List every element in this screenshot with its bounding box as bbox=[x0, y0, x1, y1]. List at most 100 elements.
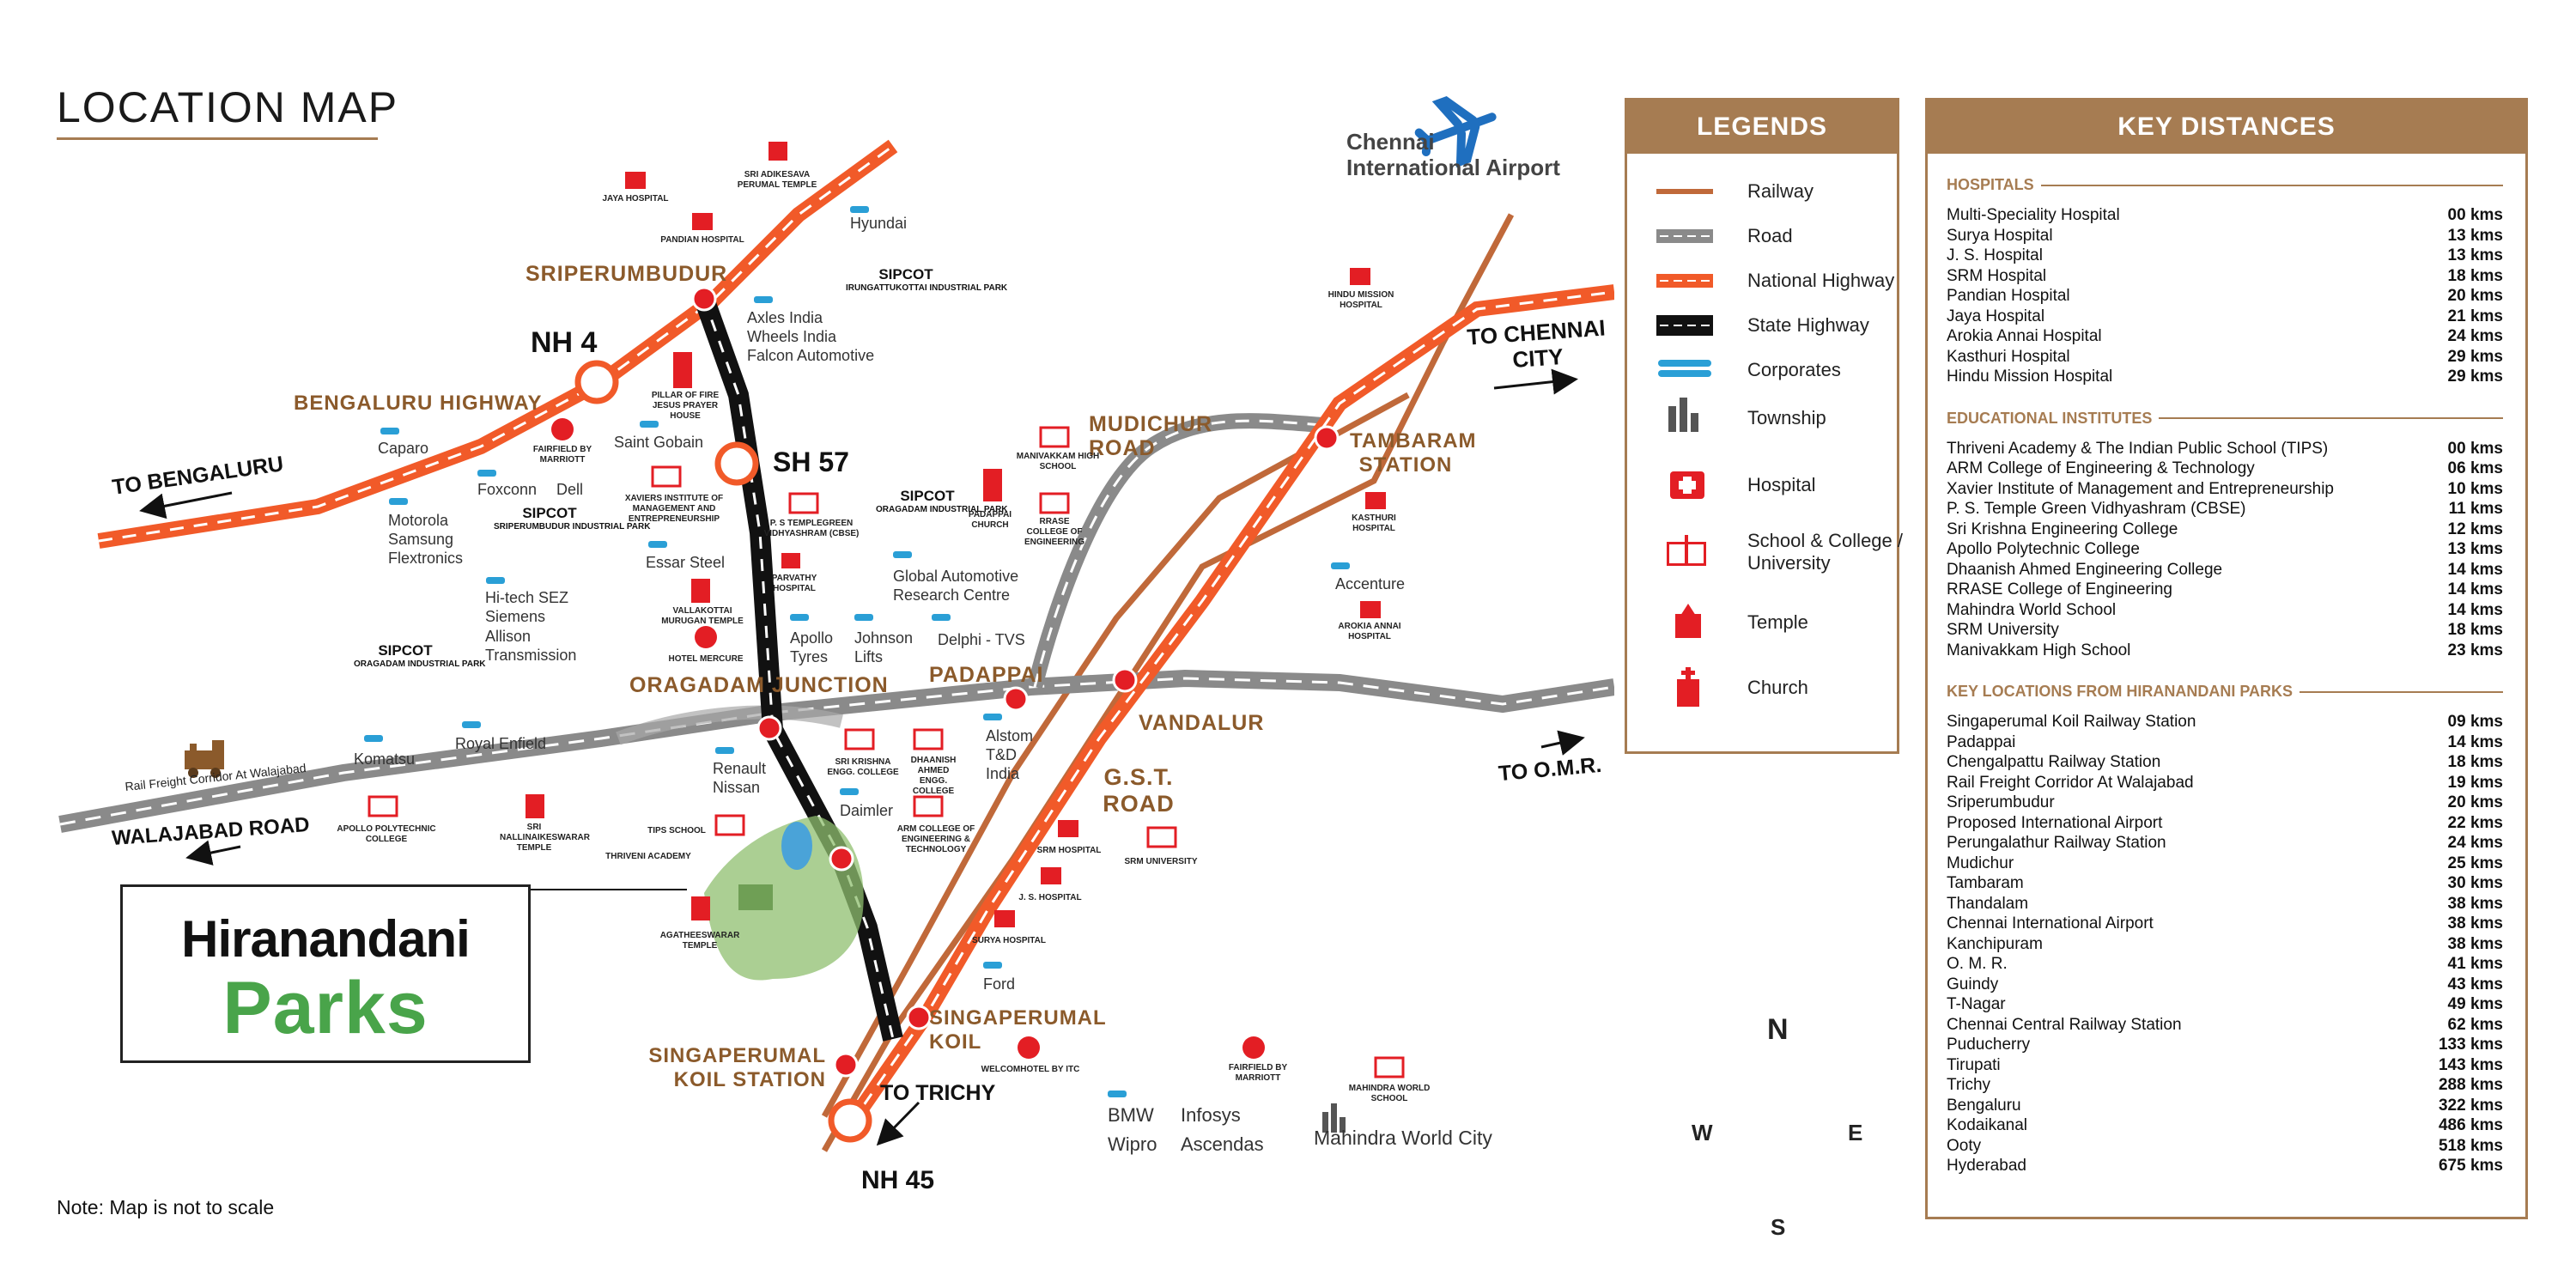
kd-distance: 23 kms bbox=[2447, 641, 2503, 659]
sriperumbudur-junction[interactable] bbox=[691, 286, 717, 312]
poi-mahindra-school: MAHINDRA WORLD SCHOOL bbox=[1348, 1084, 1431, 1103]
kd-distance: 41 kms bbox=[2447, 955, 2503, 973]
vandalur-junction[interactable] bbox=[1112, 667, 1138, 693]
kd-distance: 00 kms bbox=[2447, 439, 2503, 458]
poi-welcomhotel: WELCOMHOTEL BY ITC bbox=[981, 1065, 1080, 1074]
padappai-junction[interactable] bbox=[1003, 686, 1029, 712]
kd-distance: 14 kms bbox=[2447, 732, 2503, 751]
nh45-marker[interactable] bbox=[828, 1098, 872, 1143]
kd-place: Rail Freight Corridor At Walajabad bbox=[1947, 773, 2194, 792]
oragadam-junction[interactable] bbox=[756, 715, 782, 741]
kd-place: Kodaikanal bbox=[1947, 1116, 2028, 1134]
corp-delphi: Delphi - TVS bbox=[938, 631, 1025, 648]
kd-row: Xavier Institute of Management and Entre… bbox=[1947, 479, 2503, 499]
poi-xaviers: XAVIERS INSTITUTE OF MANAGEMENT AND ENTR… bbox=[624, 494, 724, 524]
kd-distance: 38 kms bbox=[2447, 914, 2503, 933]
kd-section-heading: HOSPITALS bbox=[1947, 176, 2503, 194]
legend-hospital: Hospital bbox=[1656, 465, 1815, 506]
kd-distance: 18 kms bbox=[2447, 621, 2503, 639]
corp-wipro: Wipro bbox=[1108, 1133, 1157, 1155]
kd-distance: 21 kms bbox=[2447, 307, 2503, 325]
singaperumal-koil-junction[interactable] bbox=[906, 1005, 932, 1030]
poi-sri-krishna: SRI KRISHNA ENGG. COLLEGE bbox=[827, 757, 899, 777]
corp-essar: Essar Steel bbox=[646, 554, 726, 571]
temple-icon bbox=[1656, 602, 1728, 643]
kd-distance: 49 kms bbox=[2447, 995, 2503, 1013]
legend-church: Church bbox=[1656, 667, 1808, 708]
kd-place: Proposed International Airport bbox=[1947, 813, 2163, 832]
poi-fairfield-2: FAIRFIELD BY MARRIOTT bbox=[1228, 1063, 1288, 1083]
corp-hyundai: Hyundai bbox=[850, 215, 908, 232]
poi-kasthuri: KASTHURI HOSPITAL bbox=[1352, 513, 1396, 533]
tambaram-junction[interactable] bbox=[1314, 425, 1340, 451]
poi-adikesava: SRI ADIKESAVA PERUMAL TEMPLE bbox=[737, 170, 817, 190]
poi-parvathy: PARVATHY HOSPITAL bbox=[771, 574, 817, 593]
railway-icon bbox=[1656, 171, 1728, 212]
nh4-marker[interactable] bbox=[574, 360, 619, 404]
hiranandani-parks-site[interactable] bbox=[704, 816, 864, 981]
kd-place: Hindu Mission Hospital bbox=[1947, 368, 2113, 386]
legend-railway: Railway bbox=[1656, 171, 1814, 212]
kd-place: Ooty bbox=[1947, 1136, 1982, 1155]
label-mudichur-road: MUDICHUR ROAD bbox=[1089, 412, 1213, 460]
kd-distance: 30 kms bbox=[2447, 874, 2503, 892]
kd-distance: 22 kms bbox=[2447, 813, 2503, 832]
map-canvas[interactable] bbox=[0, 0, 1614, 1288]
kd-place: O. M. R. bbox=[1947, 955, 2008, 973]
kd-place: Chennai International Airport bbox=[1947, 914, 2154, 933]
kd-place: Chennai Central Railway Station bbox=[1947, 1015, 2182, 1034]
kd-row: P. S. Temple Green Vidhyashram (CBSE)11 … bbox=[1947, 499, 2503, 519]
corp-johnson-lifts: Johnson Lifts bbox=[854, 629, 914, 665]
legends-panel: LEGENDS Railway Road National Highway St… bbox=[1625, 98, 1903, 754]
poi-jaya-hospital: JAYA HOSPITAL bbox=[602, 194, 669, 204]
compass-s: S bbox=[1771, 1214, 1786, 1240]
junction-markers[interactable] bbox=[574, 286, 1340, 1143]
site-junction[interactable] bbox=[829, 846, 854, 872]
kd-distance: 25 kms bbox=[2447, 854, 2503, 872]
kd-place: Puducherry bbox=[1947, 1036, 2031, 1054]
map-scale-note: Note: Map is not to scale bbox=[57, 1196, 275, 1218]
kd-distance: 675 kms bbox=[2438, 1157, 2503, 1175]
kd-place: Arokia Annai Hospital bbox=[1947, 327, 2102, 345]
kd-distance: 10 kms bbox=[2447, 479, 2503, 498]
poi-pandian: PANDIAN HOSPITAL bbox=[660, 235, 744, 245]
kd-distance: 38 kms bbox=[2447, 934, 2503, 953]
kd-distance: 18 kms bbox=[2447, 753, 2503, 771]
kd-row: Arokia Annai Hospital 24 kms bbox=[1947, 326, 2503, 346]
poi-apollo-poly: APOLLO POLYTECHNIC COLLEGE bbox=[337, 824, 436, 844]
label-sh57: SH 57 bbox=[773, 447, 849, 477]
corp-flextronics: Flextronics bbox=[388, 550, 464, 567]
legend-state-highway: State Highway bbox=[1656, 305, 1869, 346]
road-lines bbox=[58, 413, 1614, 833]
singaperumal-station-marker[interactable] bbox=[833, 1052, 859, 1078]
kd-place: Padappai bbox=[1947, 732, 2016, 751]
corp-samsung: Samsung bbox=[388, 531, 454, 548]
corp-siemens: Siemens bbox=[485, 608, 546, 625]
label-nh45: NH 45 bbox=[861, 1166, 935, 1194]
poi-ps-temple: P. S TEMPLEGREEN VIDHYASHRAM (CBSE) bbox=[763, 519, 860, 538]
kd-distance: 62 kms bbox=[2447, 1015, 2503, 1034]
kd-distance: 24 kms bbox=[2447, 327, 2503, 345]
poi-fairfield-1: FAIRFIELD BY MARRIOTT bbox=[532, 445, 592, 465]
sh57-marker[interactable] bbox=[714, 441, 759, 486]
label-sriperumbudur: SRIPERUMBUDUR bbox=[526, 262, 728, 286]
legend-township: Township bbox=[1656, 398, 1826, 439]
brand-box[interactable]: Hiranandani Parks bbox=[120, 884, 531, 1063]
poi-surya: SURYA HOSPITAL bbox=[972, 936, 1046, 945]
national-highway-icon bbox=[1656, 260, 1728, 301]
kd-distance: 322 kms bbox=[2438, 1096, 2503, 1115]
